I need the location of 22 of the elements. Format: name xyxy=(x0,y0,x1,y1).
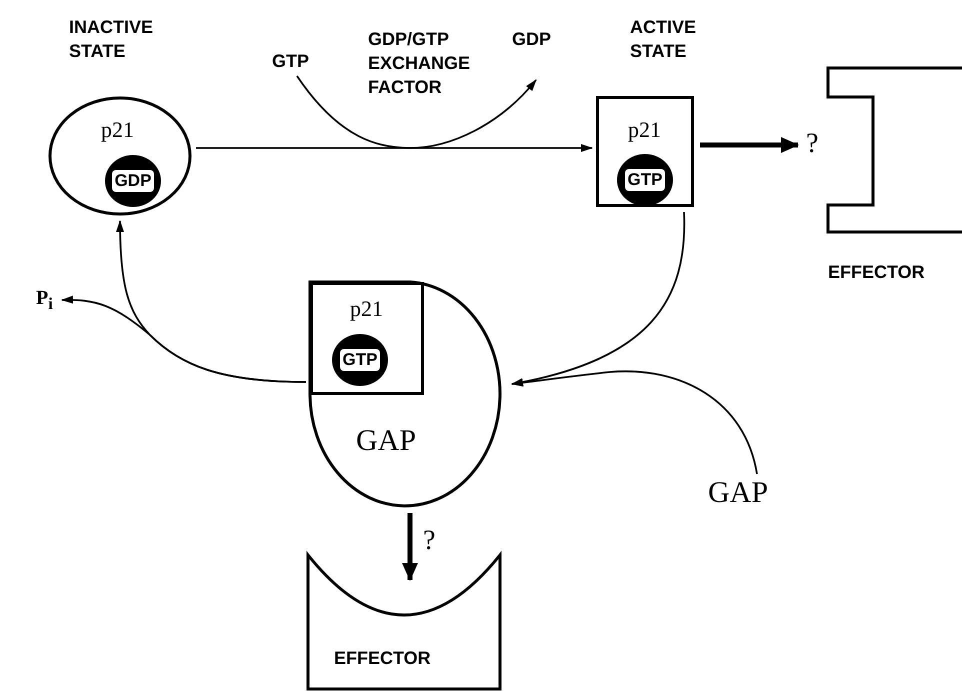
nucleotide-label: GTP xyxy=(624,169,666,191)
protein-label: p21 xyxy=(628,119,661,141)
effector-label: EFFECTOR xyxy=(334,647,431,670)
arrow xyxy=(196,144,593,152)
nucleotide-label: GDP xyxy=(512,30,552,48)
arrow xyxy=(700,137,799,153)
arrow xyxy=(511,370,758,474)
protein-label: GAP xyxy=(356,426,416,456)
arrow xyxy=(402,513,418,581)
arrow xyxy=(511,212,685,386)
nucleotide-label: GTP xyxy=(340,349,380,371)
nucleotide-label: GDP xyxy=(112,170,154,192)
arrow xyxy=(61,296,306,383)
arrow xyxy=(296,75,537,149)
phosphate-label: P$_{i}$ xyxy=(36,288,53,313)
state-heading: ACTIVE STATE xyxy=(630,16,698,63)
protein-label: p21 xyxy=(350,298,383,320)
effector-label: EFFECTOR xyxy=(828,261,925,284)
nucleotide-label: GTP xyxy=(272,52,310,70)
state-heading: INACTIVE STATE xyxy=(69,16,154,63)
protein-label: GAP xyxy=(708,478,768,508)
protein-label: p21 xyxy=(101,119,134,141)
